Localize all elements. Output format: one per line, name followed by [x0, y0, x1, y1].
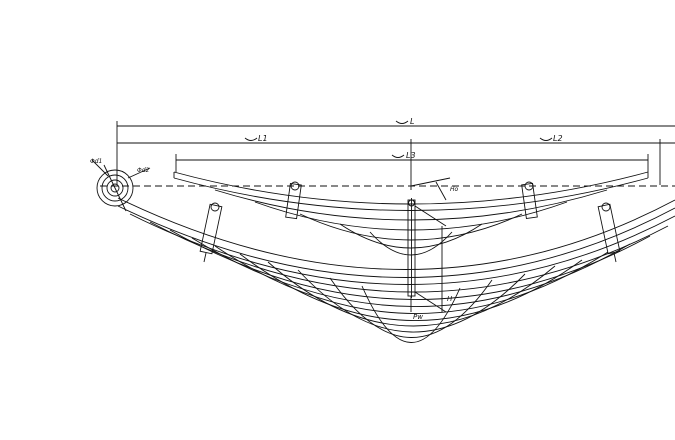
clip-left-inner [285, 181, 302, 220]
label-pw: Pw [413, 313, 423, 321]
center-bolt [407, 198, 416, 298]
dimension-L [116, 120, 675, 185]
dimension-L3 [175, 154, 649, 172]
label-L2: L2 [553, 134, 563, 143]
clip-left-outer [199, 202, 223, 263]
dimension-H [410, 177, 451, 313]
label-eye-outer: Φd1 [90, 158, 102, 165]
clip-right-outer [597, 202, 621, 263]
label-ho: Ho [450, 186, 459, 193]
label-h: H [447, 295, 453, 303]
label-L3: L3 [406, 151, 416, 160]
label-eye-inner: Φd2 [137, 167, 150, 174]
clip-right-inner [521, 181, 538, 220]
dimension-L1-L2 [117, 137, 675, 190]
label-L: L [410, 117, 414, 126]
spring-eye [91, 159, 151, 212]
label-L1: L1 [258, 134, 268, 143]
